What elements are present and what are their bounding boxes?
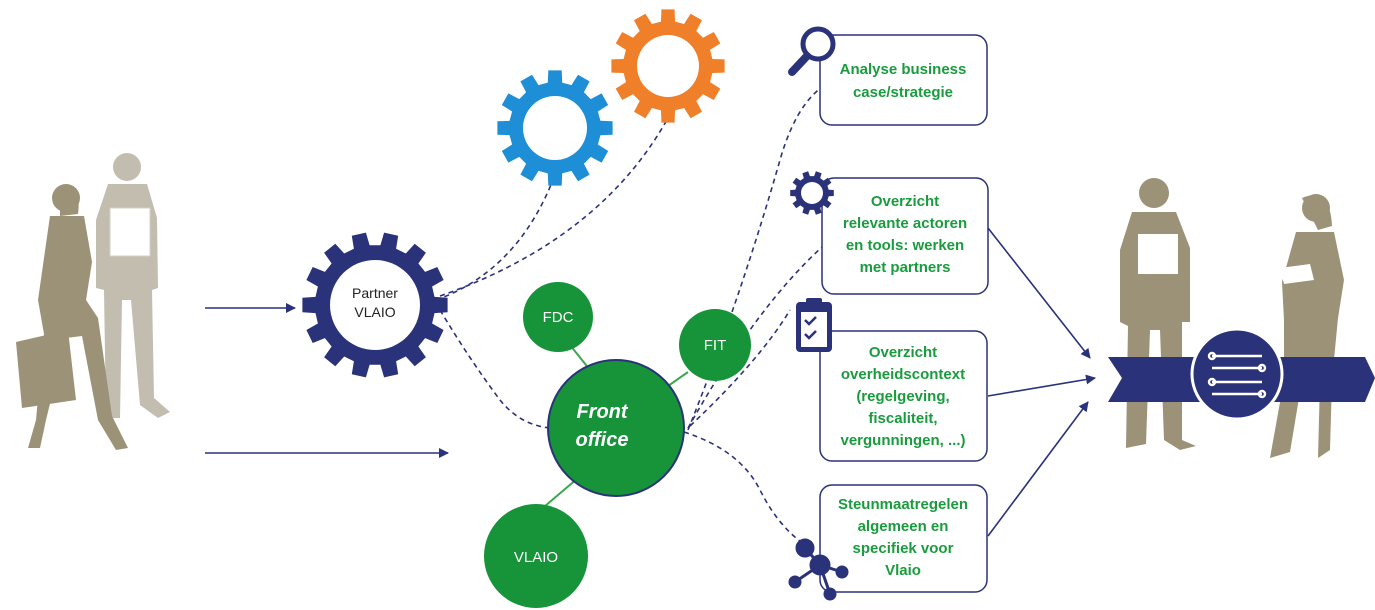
dashed-connectors (435, 77, 841, 549)
blue-gear-icon (497, 70, 613, 186)
gear-icon (790, 171, 834, 215)
vlaio-node: VLAIO (484, 504, 588, 608)
front-office-label-line1: Front (576, 401, 628, 423)
left-people-silhouette (16, 153, 170, 450)
magnifier-icon (788, 26, 836, 76)
box-overheid-line3: (regelgeving, (856, 388, 949, 405)
box-overheid-line1: Overzicht (869, 344, 937, 361)
box-overheid-line4: fiscaliteit, (868, 410, 937, 427)
output-banner (1108, 327, 1375, 421)
box-actoren-line4: met partners (860, 259, 951, 276)
woman-silhouette-right (1270, 194, 1344, 458)
front-office-label-line2: office (576, 429, 629, 451)
partner-gear (302, 232, 448, 378)
box-analyse: Analyse business case/strategie (819, 34, 988, 126)
clipboard-icon (796, 298, 832, 352)
partner-label-line1: Partner (352, 285, 398, 301)
flow-icon (1207, 351, 1267, 399)
man-silhouette-right (1120, 178, 1196, 450)
box-overheid-line5: vergunningen, ...) (840, 432, 965, 449)
box-actoren-line2: relevante actoren (843, 215, 967, 232)
woman-silhouette-left (16, 184, 128, 450)
front-office-node: Front office (547, 359, 685, 497)
orange-gear-icon (611, 9, 725, 123)
box-steun-line1: Steunmaatregelen (838, 496, 968, 513)
box-steun: Steunmaatregelen algemeen en specifiek v… (819, 484, 988, 593)
fit-label: FIT (704, 337, 727, 354)
partner-label-line2: VLAIO (354, 304, 395, 320)
box-actoren-line1: Overzicht (871, 193, 939, 210)
vlaio-label: VLAIO (514, 549, 558, 566)
box-overheid: Overzicht overheidscontext (regelgeving,… (819, 330, 988, 462)
fit-node: FIT (679, 309, 751, 381)
box-overheid-line2: overheidscontext (841, 366, 965, 383)
box-actoren: Overzicht relevante actoren en tools: we… (821, 177, 989, 295)
box-steun-line4: Vlaio (885, 562, 921, 579)
fdc-label: FDC (543, 309, 574, 326)
box-steun-line3: specifiek voor (853, 540, 954, 557)
box-actoren-line3: en tools: werken (846, 237, 964, 254)
fdc-node: FDC (523, 282, 593, 352)
box-to-banner-arrows (987, 227, 1096, 537)
man-silhouette-left (96, 153, 170, 418)
box-steun-line2: algemeen en (858, 518, 949, 535)
box-analyse-line1: Analyse business (840, 61, 967, 78)
box-analyse-line2: case/strategie (853, 84, 953, 101)
network-icon (788, 538, 849, 601)
